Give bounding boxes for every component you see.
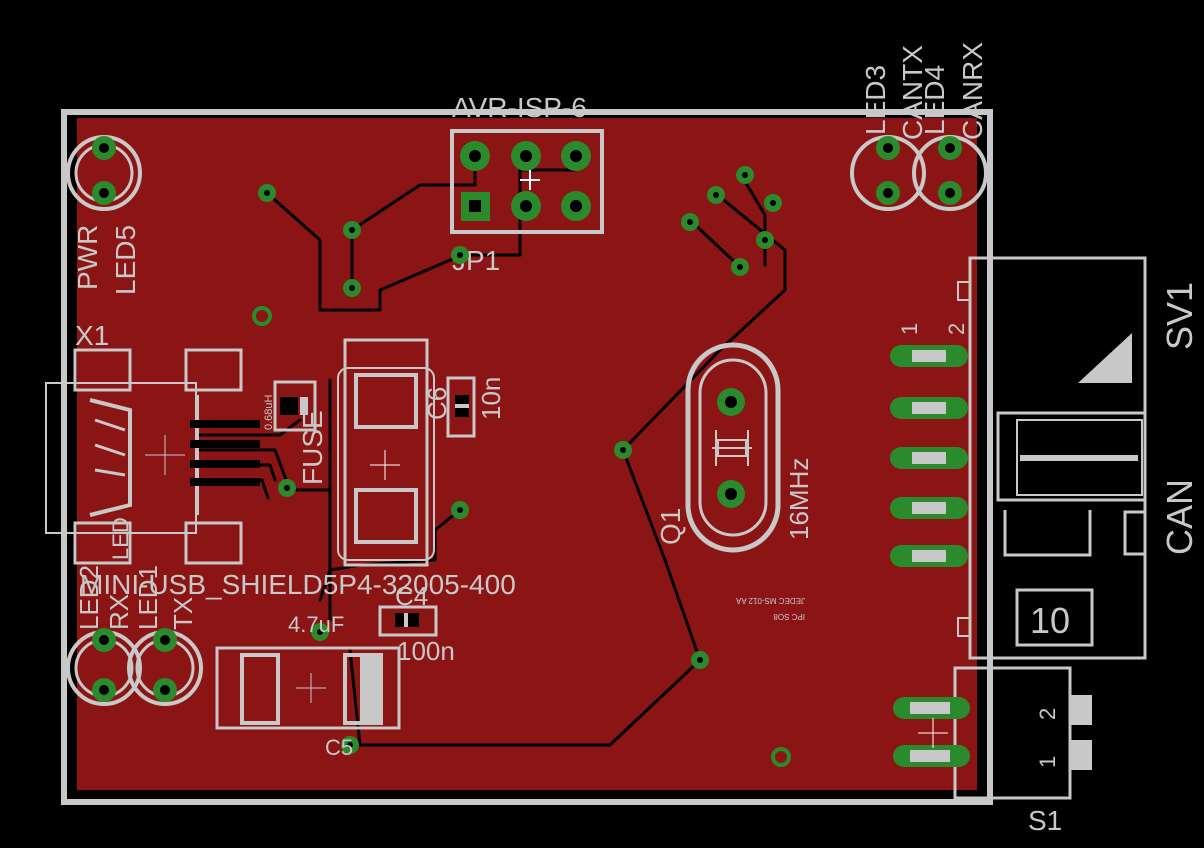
label-c5: C5 — [325, 735, 353, 760]
label-freq: 16MHz — [784, 458, 814, 540]
label-avr-isp: AVR-ISP-6 — [452, 92, 587, 123]
label-canrx: CANRX — [957, 42, 988, 140]
label-c4: C4 — [395, 581, 428, 611]
label-s1-pin1: 1 — [1035, 756, 1060, 768]
label-ipc: IPC SO8 — [773, 612, 805, 621]
label-cantx: CANTX — [897, 45, 928, 140]
capacitor-c4[interactable] — [378, 605, 438, 637]
board-outline — [61, 109, 993, 805]
label-x1: X1 — [75, 320, 109, 351]
label-cap-47: 4.7uF — [288, 612, 344, 637]
capacitor-c5[interactable] — [215, 646, 401, 730]
label-c4-val: 100n — [397, 636, 455, 666]
label-led3: LED3 — [860, 65, 891, 135]
label-s1: S1 — [1028, 805, 1062, 836]
smd-power-component[interactable] — [337, 338, 435, 567]
label-s1-pin2: 2 — [1035, 708, 1060, 720]
label-jedec: JEDEC MS-012 AA — [735, 596, 805, 605]
led1-footprint[interactable] — [127, 628, 203, 706]
led2-footprint[interactable] — [66, 628, 142, 706]
label-led-small: LED — [108, 517, 133, 560]
switch-s1[interactable] — [893, 666, 1092, 800]
label-fuse-val: 0.68uH — [263, 394, 275, 430]
led3-footprint[interactable] — [850, 135, 926, 211]
led4-footprint[interactable] — [912, 135, 988, 211]
led5-footprint[interactable] — [66, 135, 142, 211]
label-pwr: PWR — [72, 225, 103, 290]
label-fuse: FUSE — [297, 410, 328, 485]
avr-isp-header[interactable] — [450, 129, 604, 234]
label-rx: RX — [104, 594, 134, 630]
label-mini-usb: MINI-USB_SHIELD5P4-32005-400 — [80, 569, 516, 600]
vias — [252, 166, 791, 767]
capacitor-c6[interactable] — [446, 376, 476, 438]
sv1-connector[interactable] — [890, 256, 1147, 660]
crystal-q1[interactable] — [685, 342, 781, 553]
label-led1: LED1 — [133, 565, 163, 630]
label-c6-val: 10n — [476, 377, 506, 420]
label-led2: LED2 — [74, 565, 104, 630]
label-q1: Q1 — [655, 508, 686, 545]
label-c6: C6 — [422, 387, 452, 420]
label-led4: LED4 — [919, 65, 950, 135]
label-sv1-pin1: 1 — [897, 323, 922, 335]
fuse-component[interactable] — [273, 380, 317, 432]
usb-connector[interactable] — [45, 348, 260, 565]
label-tx: TX — [168, 597, 198, 630]
label-sv1: SV1 — [1159, 282, 1200, 350]
label-sv1-pin2: 2 — [944, 323, 969, 335]
label-can: CAN — [1159, 479, 1200, 555]
label-conn-10: 10 — [1030, 600, 1070, 641]
label-led5: LED5 — [110, 225, 141, 295]
sv1-pads — [890, 345, 968, 567]
